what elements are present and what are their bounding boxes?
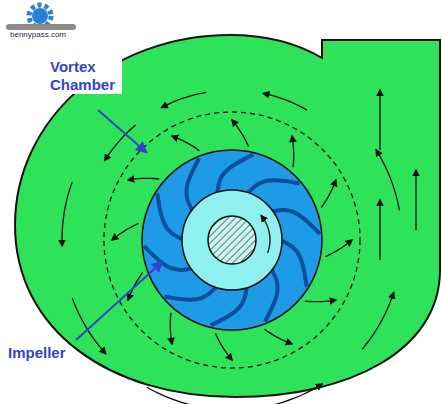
- impeller-blade: [165, 286, 218, 300]
- logo-gear: [32, 8, 48, 24]
- impeller-blades: [144, 155, 320, 326]
- leader-line: [76, 262, 162, 340]
- volute-casing: [15, 35, 440, 397]
- leader-line: [98, 110, 146, 152]
- shaft: [208, 216, 256, 264]
- flow-arrow: [112, 224, 138, 240]
- impeller-blade: [217, 155, 253, 195]
- flow-arrow: [264, 329, 292, 344]
- impeller-blade: [247, 180, 300, 194]
- logo-wrench: [6, 24, 76, 30]
- impeller-blade: [157, 193, 184, 240]
- impeller-blade: [211, 286, 247, 326]
- flow-arrow: [263, 93, 307, 110]
- flow-arrow: [379, 200, 380, 260]
- flow-arrow: [147, 387, 208, 404]
- logo-icon: [6, 5, 76, 30]
- flow-arrow: [62, 182, 72, 246]
- part-label: Impeller: [6, 344, 68, 362]
- flow-arrow: [305, 300, 336, 302]
- flow-arrow: [172, 136, 200, 151]
- impeller-disc: [142, 150, 322, 330]
- flow-arrow: [262, 384, 323, 404]
- flow-arrow: [162, 92, 206, 107]
- flow-arrow: [232, 120, 248, 146]
- flow-arrow: [362, 293, 393, 350]
- vortex-boundary: [104, 112, 360, 368]
- flow-arrow: [326, 240, 352, 256]
- flow-arrow: [379, 90, 380, 150]
- flow-arrow: [321, 180, 336, 208]
- flow-arrow: [170, 313, 172, 344]
- flow-arrow: [72, 298, 105, 354]
- flow-arrows: [62, 92, 399, 404]
- flow-arrow: [415, 170, 416, 230]
- impeller-blade: [280, 240, 307, 287]
- impeller-hub: [182, 190, 282, 290]
- outlet-wall: [321, 40, 323, 58]
- flow-arrow: [128, 178, 159, 180]
- flow-arrow: [216, 334, 232, 360]
- flow-arrow: [292, 136, 294, 167]
- part-label: Vortex Chamber: [48, 58, 122, 94]
- watermark: bennypass.com: [8, 31, 68, 40]
- logo-gear: [29, 5, 51, 27]
- flow-arrow: [261, 216, 270, 253]
